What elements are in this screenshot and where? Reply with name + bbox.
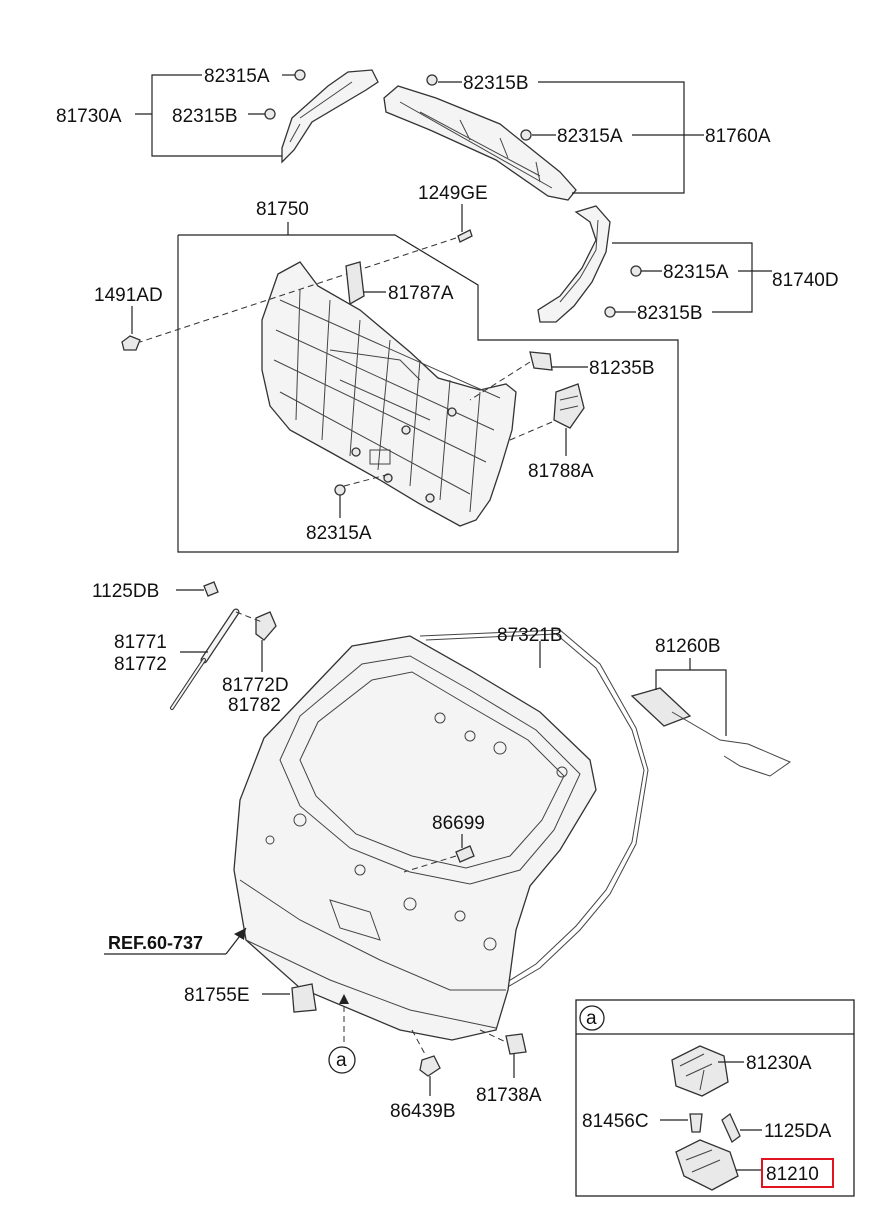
label-a-callout: a [336, 1050, 347, 1071]
bolt-icon [203, 581, 219, 597]
inset-callout-a [579, 1005, 605, 1031]
label-a-inset: a [586, 1008, 597, 1029]
screw-icon [689, 1113, 703, 1133]
label-81771: 81771 [114, 632, 167, 653]
clip-icon [604, 306, 616, 318]
label-81235B: 81235B [589, 358, 655, 379]
clip-icon [630, 265, 642, 277]
label-82315B-mid: 82315B [637, 303, 703, 324]
label-81750: 81750 [256, 199, 309, 220]
clip-icon [426, 74, 438, 86]
label-81730A: 81730A [56, 106, 122, 127]
trim-81760A [383, 85, 577, 201]
label-81738A: 81738A [476, 1085, 542, 1106]
tailgate-group: 87321B 86699 REF.60-737 81755E a [104, 625, 649, 1122]
label-81772D: 81772D [222, 675, 289, 696]
bumper-81755E [291, 983, 317, 1013]
label-81230A: 81230A [746, 1053, 812, 1074]
label-82315A-mid: 82315A [663, 262, 729, 283]
screw-icon [457, 229, 473, 243]
trim-81730A [281, 69, 379, 164]
gas-strut-group: 1125DB 81771 81772 81772D 81782 [92, 581, 289, 716]
label-86699: 86699 [432, 813, 485, 834]
trim-81740D-group: 82315A 81740D 82315B [537, 205, 839, 324]
label-ref-60-737[interactable]: REF.60-737 [108, 933, 203, 953]
tailgate-shell [233, 635, 597, 1041]
clip-icon [334, 484, 346, 496]
label-81755E: 81755E [184, 985, 250, 1006]
clip-icon [264, 108, 276, 120]
label-82315B-right: 82315B [463, 73, 529, 94]
handle-81788A [553, 383, 585, 429]
trim-81730A-group: 82315A 81730A 82315B [56, 66, 379, 164]
clip-icon [520, 129, 532, 141]
label-1491AD: 1491AD [94, 285, 163, 306]
trim-81760A-group: 82315B 82315A 81760A [383, 73, 771, 201]
label-1249GE: 1249GE [418, 183, 488, 204]
label-81788A: 81788A [528, 461, 594, 482]
stopper-81738A [505, 1033, 527, 1055]
latch-81230A [671, 1045, 729, 1097]
lamp-81260B [630, 687, 692, 727]
label-81456C: 81456C [582, 1111, 649, 1132]
grommet-icon [121, 335, 141, 351]
label-1125DA: 1125DA [764, 1121, 832, 1142]
bolt-icon [455, 845, 475, 863]
bracket-81210 [675, 1139, 739, 1191]
license-lamp-group: 81260B [630, 636, 792, 777]
plug-86439B [419, 1055, 441, 1077]
label-82315A-top: 82315A [204, 66, 270, 87]
callout-a[interactable] [328, 1046, 356, 1074]
inset-a: a 81230A 81456C 1125DA 81210 [575, 999, 855, 1197]
label-81260B: 81260B [655, 636, 721, 657]
trim-panel-81750 [261, 261, 517, 527]
bracket-81772D [255, 611, 277, 641]
label-82315B-top: 82315B [172, 106, 238, 127]
label-82315A-bottom: 82315A [306, 523, 372, 544]
label-86439B: 86439B [390, 1101, 456, 1122]
label-81760A: 81760A [705, 126, 771, 147]
trim-81740D [537, 205, 611, 323]
label-87321B: 87321B [497, 625, 563, 646]
label-81772: 81772 [114, 654, 167, 675]
label-82315A-right: 82315A [557, 126, 623, 147]
label-81210: 81210 [766, 1164, 819, 1185]
label-81787A: 81787A [388, 283, 454, 304]
label-81782: 81782 [228, 695, 281, 716]
cap-81235B [529, 351, 553, 371]
cover-81787A [345, 261, 365, 306]
trim-panel-81750-group: 81750 1249GE 1491AD 81787A 81235B 81788A [94, 183, 679, 553]
label-81740D: 81740D [772, 270, 839, 291]
label-1125DB: 1125DB [92, 581, 159, 602]
panel-box [177, 234, 679, 553]
bolt-icon [721, 1112, 741, 1144]
clip-icon [294, 69, 306, 81]
highlight-box-81210[interactable] [761, 1158, 834, 1188]
